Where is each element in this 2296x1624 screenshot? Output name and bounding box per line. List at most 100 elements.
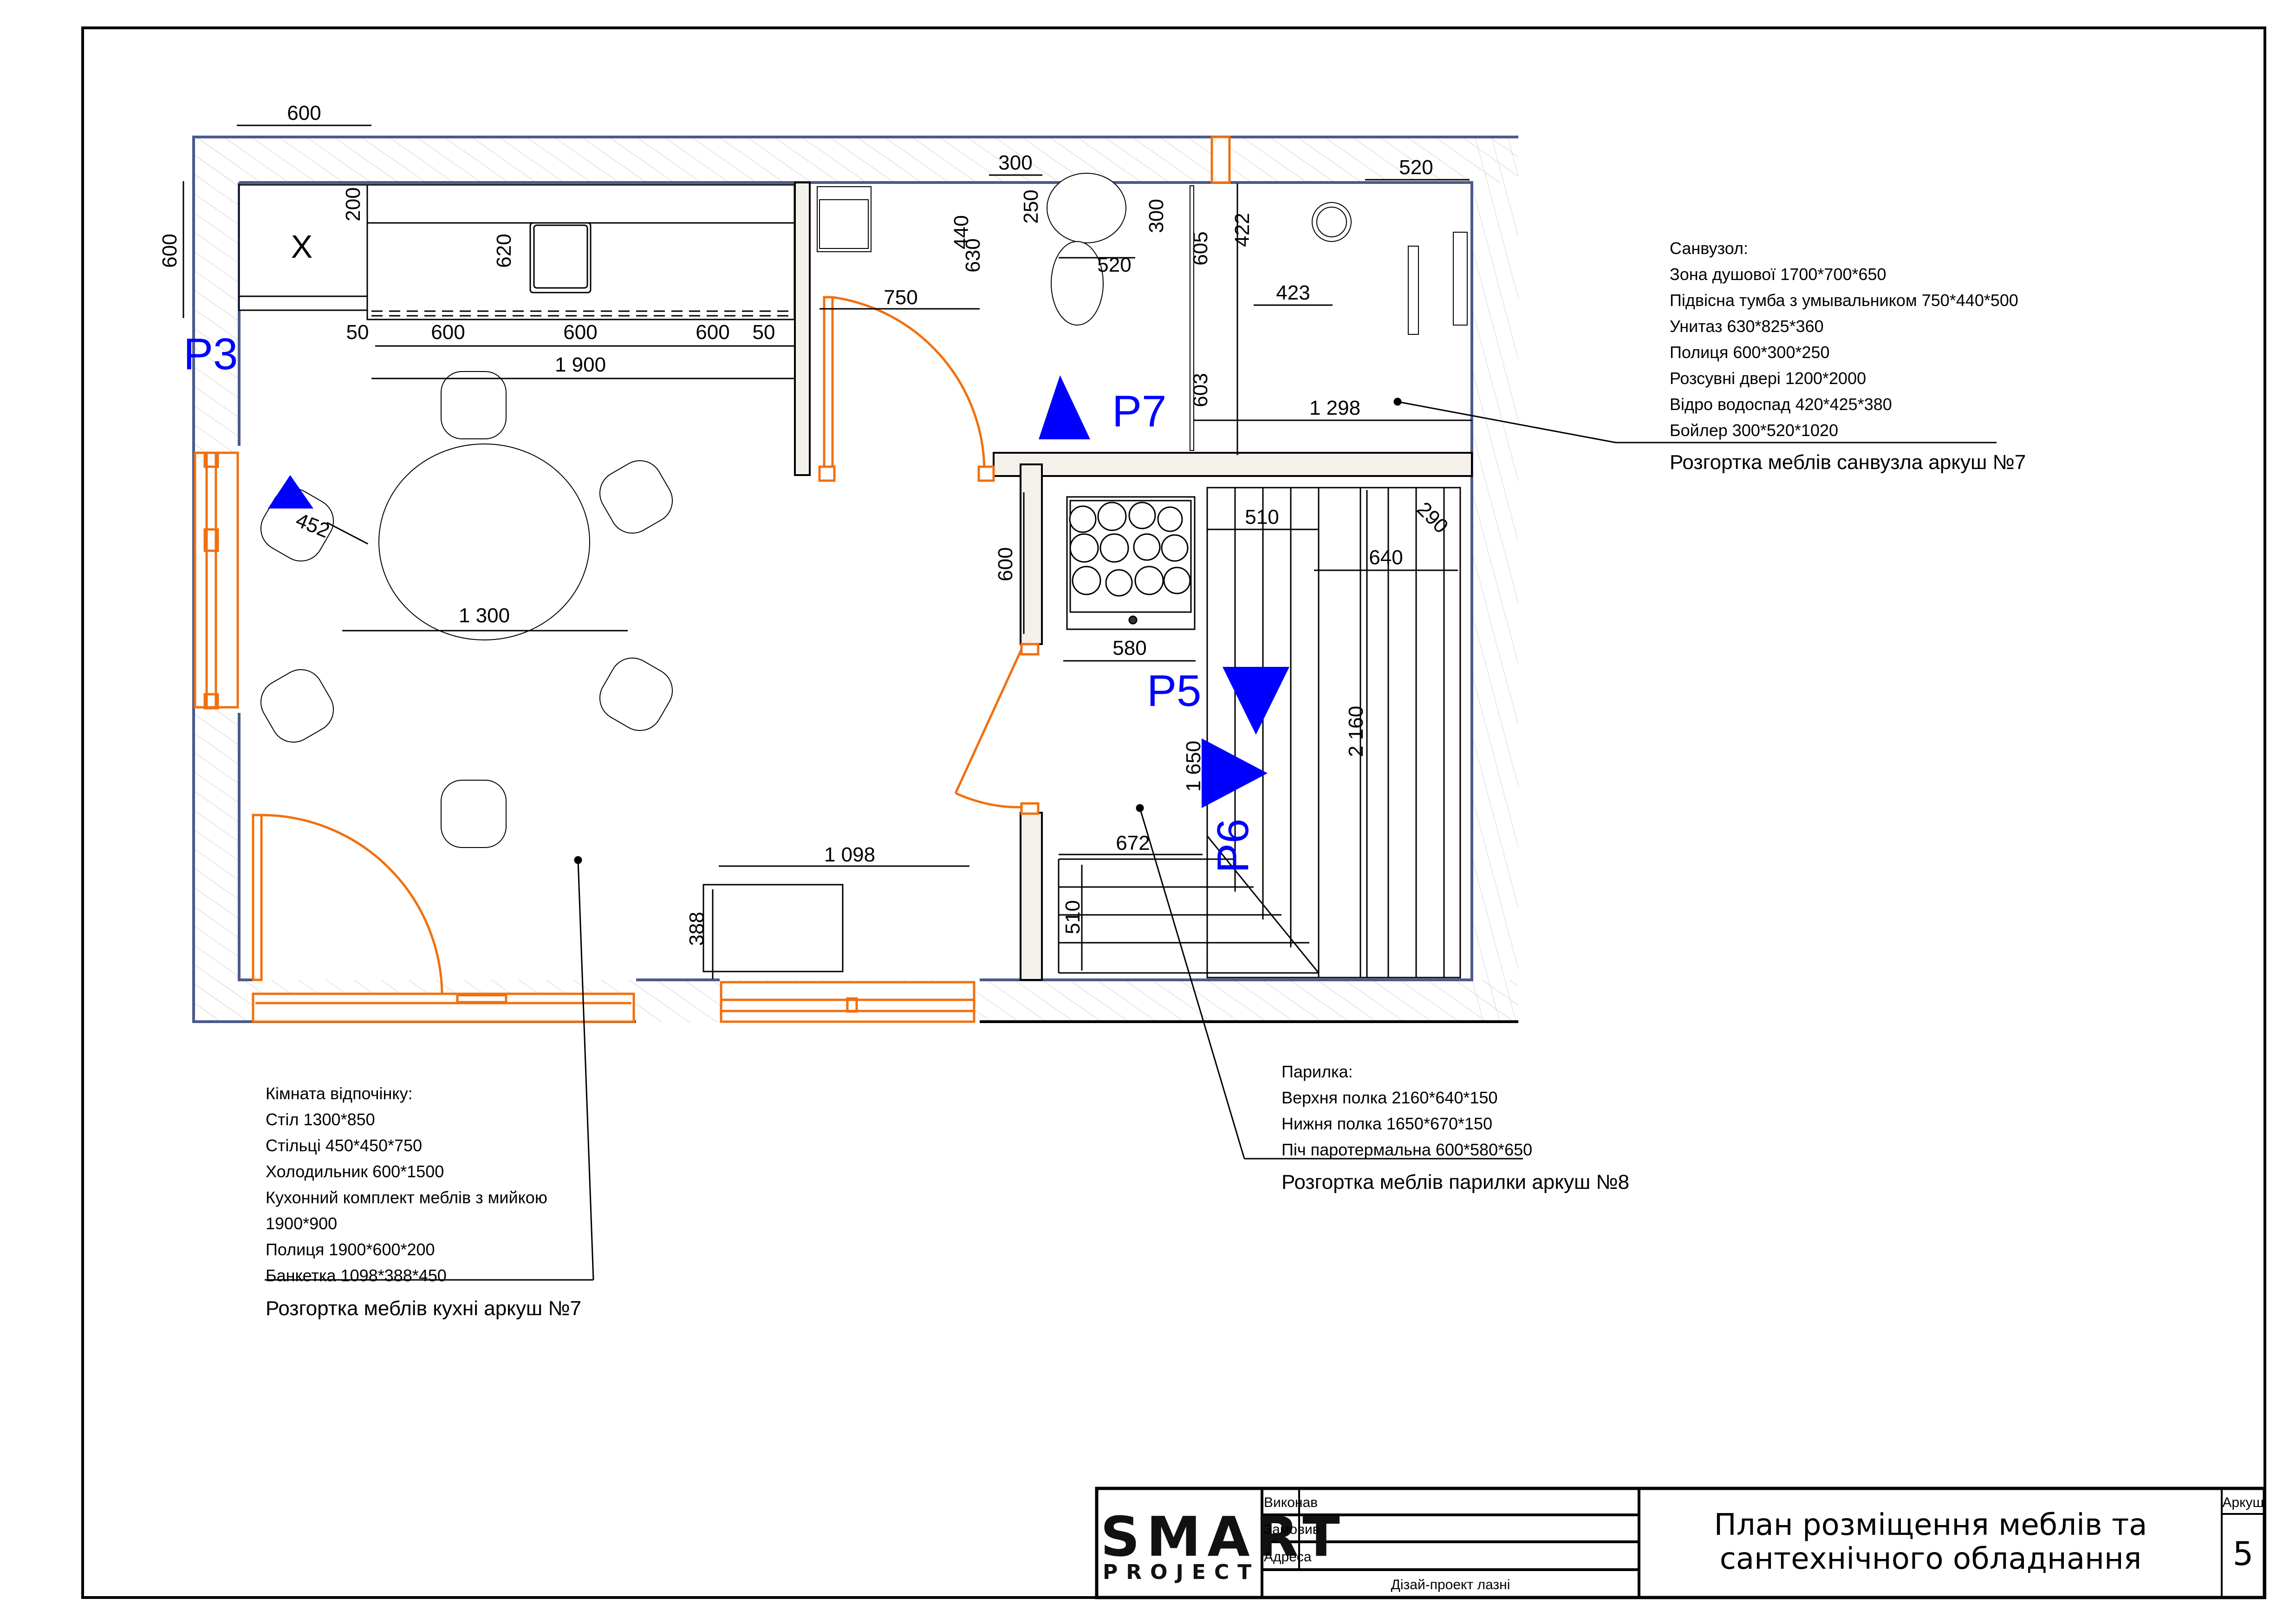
note-title: Парилка: bbox=[1281, 1062, 1353, 1081]
triangle-right-icon bbox=[1202, 738, 1268, 808]
note-item: Полиця 600*300*250 bbox=[1670, 343, 1830, 362]
note-item: Нижня полка 1650*670*150 bbox=[1281, 1114, 1492, 1133]
notes-bathroom: Санвузол: Зона душової 1700*700*650 Підв… bbox=[1670, 239, 2026, 474]
sheet-title-line2: сантехнічного обладнання bbox=[1720, 1542, 2142, 1576]
dim-sauna-2160: 2 160 bbox=[1345, 706, 1367, 757]
dim-bench-length: 1 098 bbox=[824, 843, 875, 866]
dim-sauna-510-bottom: 510 bbox=[1061, 900, 1084, 934]
note-title: Кімната відпочінку: bbox=[266, 1084, 413, 1103]
note-item: Зона душової 1700*700*650 bbox=[1670, 265, 1886, 284]
vent-top bbox=[1210, 136, 1231, 184]
triangle-down-icon bbox=[1223, 667, 1289, 735]
dim-shelf-200: 200 bbox=[342, 187, 364, 221]
dim-left-wall: 600 bbox=[158, 234, 181, 267]
dim-kitchen-600-a: 600 bbox=[431, 321, 465, 344]
dim-kitchen-600-b: 600 bbox=[563, 321, 597, 344]
sauna-stove bbox=[1066, 496, 1196, 630]
dim-sauna-672: 672 bbox=[1116, 832, 1150, 854]
dim-sauna-510-top: 510 bbox=[1245, 506, 1279, 528]
title-block bbox=[1095, 1487, 2266, 1599]
view-marker-p3: P3 bbox=[183, 329, 313, 509]
window-bottom bbox=[720, 981, 976, 1023]
dim-bath-300-side: 300 bbox=[1145, 199, 1168, 233]
logo-project: PROJECT bbox=[1103, 1560, 1260, 1584]
dim-top-wall: 600 bbox=[287, 102, 321, 124]
entrance-door bbox=[252, 814, 635, 1023]
dim-bath-520-right: 520 bbox=[1399, 156, 1433, 179]
dim-bench-depth: 388 bbox=[685, 912, 708, 946]
dim-sauna-600: 600 bbox=[994, 547, 1017, 581]
dim-bath-603: 603 bbox=[1189, 373, 1212, 407]
note-item: Стіл 1300*850 bbox=[266, 1110, 375, 1129]
note-item: Піч паротермальна 600*580*650 bbox=[1281, 1140, 1532, 1159]
dim-bath-440: 440 bbox=[950, 215, 973, 249]
dim-bath-630: 630 bbox=[962, 238, 984, 272]
dim-sauna-290: 290 bbox=[1412, 497, 1453, 538]
dim-sauna-640: 640 bbox=[1369, 546, 1403, 569]
sheet-title-line1: План розміщення меблів та bbox=[1714, 1508, 2147, 1542]
sheet-label: Аркуш bbox=[2222, 1495, 2263, 1510]
logo-smart: SMART bbox=[1100, 1505, 1346, 1569]
dim-sauna-1650: 1 650 bbox=[1182, 741, 1205, 792]
sheet-number: 5 bbox=[2233, 1535, 2254, 1573]
note-reference: Розгортка меблів кухні аркуш №7 bbox=[266, 1297, 581, 1320]
bathroom-door bbox=[818, 296, 995, 482]
dim-sauna-580: 580 bbox=[1112, 637, 1146, 659]
dim-table: 1 300 bbox=[459, 604, 510, 627]
tb-label-address: Адреса bbox=[1264, 1549, 1312, 1565]
dim-kitchen-50-left: 50 bbox=[346, 321, 369, 344]
exterior-walls bbox=[192, 136, 1518, 1023]
triangle-up-icon bbox=[268, 475, 313, 509]
svg-text:P7: P7 bbox=[1112, 386, 1166, 436]
note-reference: Розгортка меблів парилки аркуш №8 bbox=[1281, 1171, 1629, 1194]
note-item: Полиця 1900*600*200 bbox=[266, 1240, 435, 1259]
svg-text:P3: P3 bbox=[183, 329, 238, 379]
triangle-up-icon bbox=[1039, 375, 1090, 439]
window-left bbox=[194, 451, 239, 710]
leader-lines bbox=[265, 398, 1997, 1281]
fridge-mark: X bbox=[291, 228, 313, 265]
note-title: Санвузол: bbox=[1670, 239, 1748, 258]
svg-text:P5: P5 bbox=[1147, 666, 1201, 716]
note-item: Верхня полка 2160*640*150 bbox=[1281, 1088, 1498, 1107]
kitchen-set bbox=[238, 184, 795, 320]
dining-table bbox=[378, 444, 590, 640]
view-marker-p6: P6 bbox=[1202, 738, 1268, 873]
svg-text:P6: P6 bbox=[1208, 819, 1258, 873]
note-item: 1900*900 bbox=[266, 1214, 337, 1233]
tb-label-performed: Виконав bbox=[1264, 1495, 1318, 1510]
note-reference: Розгортка меблів санвузла аркуш №7 bbox=[1670, 451, 2026, 474]
dim-kitchen-620: 620 bbox=[493, 234, 515, 267]
dim-bath-1298: 1 298 bbox=[1309, 397, 1360, 419]
dimension-lines bbox=[182, 124, 1472, 979]
dim-bath-520-toilet: 520 bbox=[1097, 254, 1131, 276]
note-item: Банкетка 1098*388*450 bbox=[266, 1266, 447, 1285]
view-marker-p7: P7 bbox=[1039, 375, 1166, 439]
dim-kitchen-50-right: 50 bbox=[753, 321, 775, 344]
tb-label-ordered: Замовив bbox=[1264, 1522, 1320, 1537]
dim-bath-750: 750 bbox=[884, 286, 917, 309]
note-item: Унитаз 630*825*360 bbox=[1670, 317, 1824, 336]
sauna-door bbox=[954, 643, 1040, 815]
dim-bath-423: 423 bbox=[1276, 281, 1310, 304]
note-item: Стільці 450*450*750 bbox=[266, 1136, 422, 1155]
dim-kitchen-600-c: 600 bbox=[696, 321, 729, 344]
note-item: Розсувні двері 1200*2000 bbox=[1670, 369, 1866, 388]
dim-bath-300-top: 300 bbox=[998, 151, 1032, 174]
note-item: Холодильник 600*1500 bbox=[266, 1162, 444, 1181]
notes-sauna: Парилка: Верхня полка 2160*640*150 Нижня… bbox=[1281, 1062, 1629, 1194]
note-item: Підвісна тумба з умывальником 750*440*50… bbox=[1670, 291, 2018, 310]
dim-bath-422: 422 bbox=[1231, 213, 1254, 247]
notes-rest-room: Кімната відпочінку: Стіл 1300*850 Стільц… bbox=[266, 1084, 581, 1320]
bathroom-fixtures bbox=[817, 173, 1468, 451]
interior-walls bbox=[794, 182, 1473, 981]
dim-bath-250: 250 bbox=[1020, 189, 1042, 223]
note-item: Кухонний комплект меблів з мийкою bbox=[266, 1188, 547, 1207]
bench bbox=[702, 884, 844, 972]
dim-bath-605: 605 bbox=[1189, 231, 1212, 265]
dim-kitchen-total: 1 900 bbox=[555, 353, 606, 376]
note-item: Відро водоспад 420*425*380 bbox=[1670, 395, 1892, 414]
note-item: Бойлер 300*520*1020 bbox=[1670, 421, 1838, 440]
view-marker-p5: P5 bbox=[1147, 666, 1289, 735]
tb-project-name: Дізай-проект лазні bbox=[1391, 1577, 1510, 1592]
